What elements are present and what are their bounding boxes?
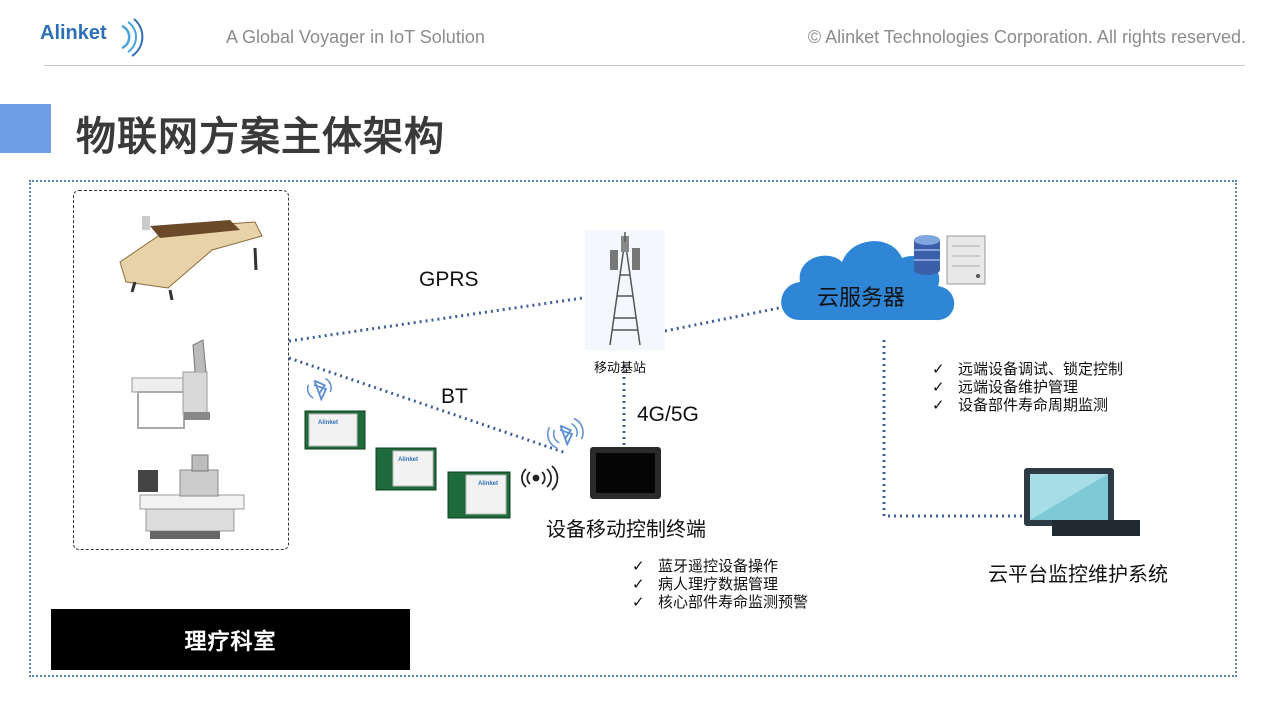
rehab-table-image xyxy=(131,339,210,429)
4g5g-label: 4G/5G xyxy=(637,403,699,426)
tablet-icon xyxy=(590,447,661,499)
bt-link xyxy=(288,356,567,455)
copyright: © Alinket Technologies Corporation. All … xyxy=(807,27,1246,47)
treatment-bed-image xyxy=(138,454,245,539)
brand-logo-text: Alinket xyxy=(40,22,107,44)
check-icon: ✓ xyxy=(632,593,645,611)
check-icon: ✓ xyxy=(632,575,645,593)
list-item: ✓蓝牙遥控设备操作 xyxy=(632,557,779,575)
header-divider xyxy=(44,65,1245,66)
check-icon: ✓ xyxy=(932,360,945,378)
cloud-feature-list: ✓远端设备调试、锁定控制 ✓远端设备维护管理 ✓设备部件寿命周期监测 xyxy=(932,360,1123,414)
terminal-feature-list: ✓蓝牙遥控设备操作 ✓病人理疗数据管理 ✓核心部件寿命监测预警 xyxy=(632,557,808,611)
module-2-brand: Alinket xyxy=(398,457,418,463)
room-label: 理疗科室 xyxy=(184,629,277,655)
terminal-label: 设备移动控制终端 xyxy=(546,517,706,541)
title-accent-block xyxy=(0,104,51,153)
iot-module-2 xyxy=(375,447,437,491)
diagram-frame xyxy=(29,180,1237,677)
cloud-server-label: 云服务器 xyxy=(817,286,906,311)
check-icon: ✓ xyxy=(932,378,945,396)
bluetooth-icon xyxy=(306,377,332,402)
cloud-monitor-link xyxy=(882,340,1024,518)
server-icon xyxy=(946,235,986,285)
room-label-bar: 理疗科室 xyxy=(51,609,410,670)
monitor-icon xyxy=(1024,468,1140,536)
bt-label: BT xyxy=(441,385,468,408)
module-3-brand: Alinket xyxy=(478,481,498,487)
gprs-link xyxy=(288,293,604,343)
equipment-group xyxy=(73,190,289,550)
check-icon: ✓ xyxy=(932,396,945,414)
list-item: ✓核心部件寿命监测预警 xyxy=(632,593,809,611)
tagline: A Global Voyager in IoT Solution xyxy=(226,27,485,47)
list-item: ✓病人理疗数据管理 xyxy=(632,575,779,593)
list-item: ✓设备部件寿命周期监测 xyxy=(932,396,1109,414)
base-station-label: 移动基站 xyxy=(594,361,647,376)
wifi-signal-icon xyxy=(521,465,559,491)
massage-bed-image xyxy=(119,216,263,301)
cell-tower-icon xyxy=(585,230,665,350)
tablet-bluetooth-icon xyxy=(547,417,584,449)
page-title: 物联网方案主体架构 xyxy=(76,114,445,160)
module-1-brand: Alinket xyxy=(318,420,338,426)
brand-logo: Alinket xyxy=(40,22,107,45)
cloud-icon xyxy=(781,241,955,321)
monitor-system-label: 云平台监控维护系统 xyxy=(988,562,1168,586)
list-item: ✓远端设备维护管理 xyxy=(932,378,1079,396)
list-item: ✓远端设备调试、锁定控制 xyxy=(932,360,1124,378)
tower-cloud-link xyxy=(664,305,785,333)
iot-module-3 xyxy=(447,471,511,519)
check-icon: ✓ xyxy=(632,557,645,575)
iot-module-1 xyxy=(304,410,366,450)
database-icon xyxy=(914,235,940,275)
gprs-label: GPRS xyxy=(419,268,479,291)
